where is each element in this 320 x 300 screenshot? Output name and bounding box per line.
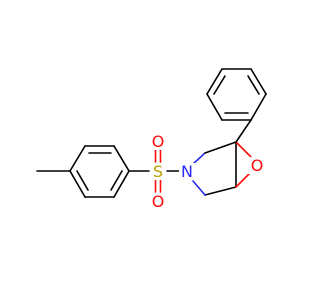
epoxide-bonds	[235, 141, 252, 188]
nitrogen-label: N	[181, 162, 193, 181]
atom-ring-oxygen: O	[248, 156, 265, 175]
chemical-structure-diagram: S N O O O	[36, 68, 267, 211]
pyrrolidine-ring	[192, 141, 237, 196]
sulfonyl-oxygen-bottom-label: O	[152, 192, 165, 211]
sulfonyl-oxygen-bonds	[154, 149, 162, 193]
atom-sulfonyl-oxygen-top: O	[150, 132, 167, 151]
tolyl-ring	[69, 145, 130, 198]
phenyl-ring	[206, 68, 267, 121]
atom-sulfonyl-oxygen-bottom: O	[150, 192, 167, 211]
phenyl-attachment-bond	[235, 119, 252, 143]
ring-oxygen-label: O	[251, 156, 264, 175]
sulfonyl-oxygen-top-label: O	[152, 132, 165, 151]
atom-nitrogen: N	[179, 162, 195, 181]
atom-sulfur: S	[150, 162, 166, 181]
sulfur-label: S	[153, 162, 163, 181]
